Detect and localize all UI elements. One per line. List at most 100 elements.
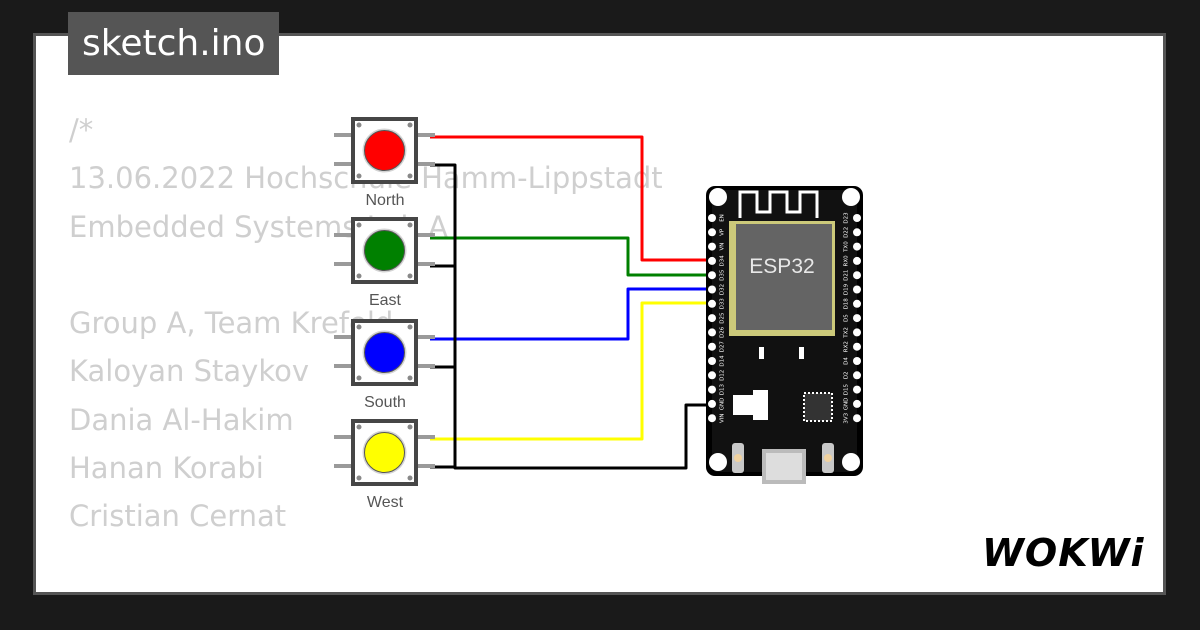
pin-label: D23	[844, 212, 850, 224]
mount-hole	[709, 453, 727, 471]
pin-label: D18	[844, 298, 850, 310]
pin-gnd[interactable]	[708, 399, 716, 408]
pin-label: EN	[720, 214, 726, 222]
button-leg	[415, 233, 435, 237]
pin-d13[interactable]	[708, 385, 716, 394]
pin-label: D15	[844, 383, 850, 395]
pin-label: VIN	[720, 413, 726, 423]
mount-hole	[842, 188, 860, 206]
button-screw	[356, 324, 362, 330]
pin-label: D13	[720, 383, 726, 395]
board-pin-header: ENVPVND34D35D32D33D25D26D27D14D12D13GNDV…	[708, 212, 861, 424]
button-leg	[334, 162, 354, 166]
button-leg	[334, 435, 354, 439]
button-screw	[407, 122, 413, 128]
pin-d12[interactable]	[708, 371, 716, 380]
pin-tx0-right[interactable]	[853, 242, 861, 251]
pin-label: D12	[720, 370, 726, 381]
antenna-trace	[738, 190, 819, 218]
button-screw	[407, 375, 413, 381]
pin-d32[interactable]	[708, 285, 716, 294]
pin-d4-right[interactable]	[853, 357, 861, 365]
button-cap[interactable]	[364, 332, 405, 373]
pin-d26[interactable]	[708, 328, 716, 337]
pin-rx2-right[interactable]	[853, 342, 861, 351]
button-label: West	[367, 494, 404, 511]
button-screw	[407, 324, 413, 330]
pin-d2-right[interactable]	[853, 371, 861, 380]
pin-label: TX2	[844, 327, 850, 339]
esp32-board[interactable]: ESP32 ENVPVND34D35D32D33D25D26D27D14D12D…	[706, 186, 863, 484]
wokwi-logo-text: WOKWi	[982, 531, 1145, 575]
pushbutton-west[interactable]: West	[334, 419, 435, 511]
button-screw	[356, 375, 362, 381]
pin-d25[interactable]	[708, 314, 716, 323]
code-line: Cristian Cernat	[69, 499, 287, 534]
pin-label: D21	[844, 270, 850, 281]
pin-d5-right[interactable]	[853, 314, 861, 323]
button-screw	[407, 273, 413, 279]
pin-d34[interactable]	[708, 256, 716, 265]
pushbutton-north[interactable]: North	[334, 117, 435, 209]
button-leg	[334, 133, 354, 137]
wokwi-logo: WOKWi	[982, 531, 1145, 575]
button-cap[interactable]	[364, 230, 405, 271]
wire-east-signal	[430, 236, 712, 277]
pin-d35[interactable]	[708, 271, 716, 280]
code-line: Hanan Korabi	[69, 451, 264, 486]
pin-d21-right[interactable]	[853, 271, 861, 280]
code-line: Dania Al-Hakim	[69, 402, 294, 437]
pin-rx0-right[interactable]	[853, 256, 861, 265]
pin-label: D22	[844, 227, 850, 238]
pin-d23-right[interactable]	[853, 214, 861, 222]
pin-label: 3V3	[844, 412, 850, 423]
pin-label: D5	[844, 314, 850, 322]
pin-d19-right[interactable]	[853, 285, 861, 294]
button-screw	[356, 273, 362, 279]
pin-vn[interactable]	[708, 242, 716, 251]
pin-label: RX0	[844, 255, 850, 267]
code-line: Kaloyan Staykov	[69, 354, 309, 389]
wire-west-signal	[430, 301, 712, 441]
led-component	[759, 347, 764, 359]
pin-en[interactable]	[708, 214, 716, 222]
button-leg	[415, 162, 435, 166]
pin-vin[interactable]	[708, 414, 716, 423]
pin-d14[interactable]	[708, 357, 716, 365]
pin-label: TX0	[844, 241, 850, 253]
pin-label: VN	[720, 243, 726, 251]
pin-d18-right[interactable]	[853, 299, 861, 308]
pin-vp[interactable]	[708, 228, 716, 237]
button-leg	[334, 335, 354, 339]
sketch-title[interactable]: sketch.ino	[68, 12, 280, 75]
pin-label: GND	[844, 398, 850, 411]
pin-d33[interactable]	[708, 299, 716, 308]
button-leg	[415, 335, 435, 339]
button-screw	[356, 173, 362, 179]
button-leg	[415, 133, 435, 137]
pin-d22-right[interactable]	[853, 228, 861, 237]
wire-south-signal	[430, 287, 712, 341]
pin-tx2-right[interactable]	[853, 328, 861, 337]
pushbutton-south[interactable]: South	[334, 319, 435, 411]
pin-3v3-right[interactable]	[853, 414, 861, 423]
pin-label: D33	[720, 298, 726, 310]
pin-label: GND	[720, 398, 726, 411]
pin-d15-right[interactable]	[853, 385, 861, 394]
pin-label: D32	[720, 284, 726, 295]
pin-label: D35	[720, 269, 726, 281]
button-leg	[415, 364, 435, 368]
wires	[430, 135, 712, 470]
pin-d27[interactable]	[708, 342, 716, 351]
pushbutton-east[interactable]: East	[334, 217, 435, 309]
button-screw	[356, 222, 362, 228]
button-leg	[334, 464, 354, 468]
button-cap[interactable]	[364, 130, 405, 171]
pin-label: D14	[720, 355, 726, 367]
led-component	[799, 347, 804, 359]
pin-label: RX2	[844, 341, 850, 352]
button-cap[interactable]	[364, 432, 405, 473]
pin-gnd-right[interactable]	[853, 399, 861, 408]
